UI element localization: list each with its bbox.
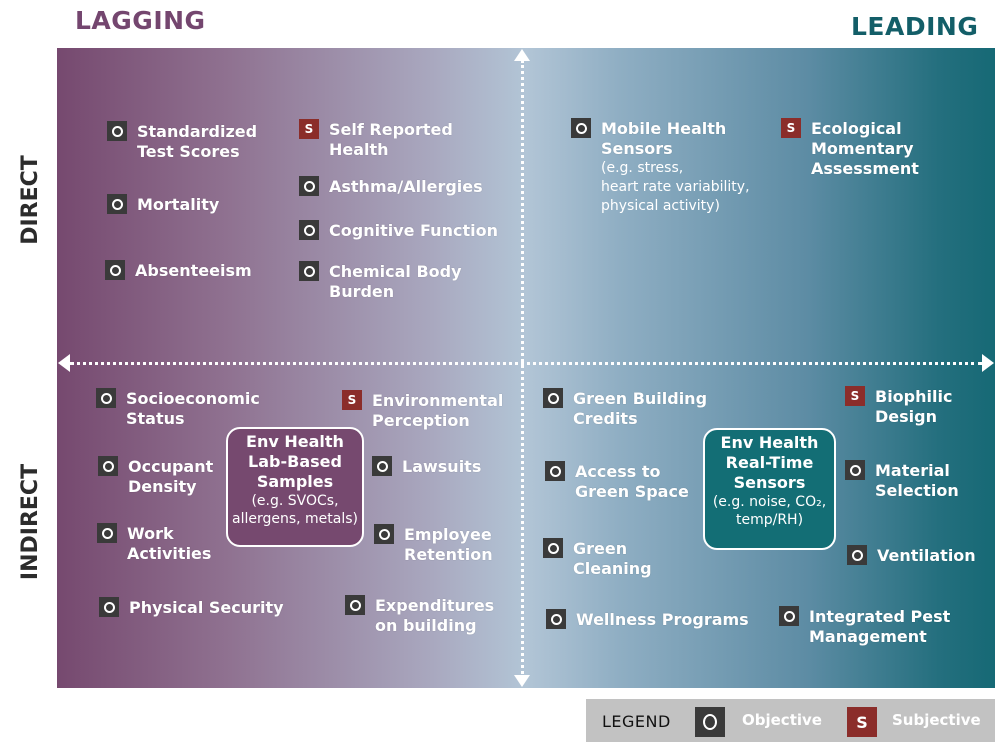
metric-mobile-health-sensors: Mobile Health Sensors (e.g. stress, hear… xyxy=(571,118,750,216)
metric-lawsuits: Lawsuits xyxy=(372,456,482,477)
subjective-badge-icon: S xyxy=(845,386,865,406)
objective-badge-icon xyxy=(107,194,127,214)
objective-badge-icon xyxy=(107,121,127,141)
objective-badge-icon xyxy=(96,388,116,408)
legend-objective-label: Objective xyxy=(742,711,822,729)
arrow-left-icon xyxy=(58,354,70,372)
metric-label: Employee Retention xyxy=(404,525,493,564)
lab-based-samples-box: Env Health Lab-Based Samples (e.g. SVOCs… xyxy=(226,427,364,547)
lab-box-title: Env Health Lab-Based Samples xyxy=(246,432,344,491)
leading-header: LEADING xyxy=(851,12,979,41)
objective-badge-icon xyxy=(545,461,565,481)
metric-label: Ecological Momentary Assessment xyxy=(811,119,919,178)
objective-badge-icon xyxy=(571,118,591,138)
objective-badge-icon xyxy=(779,606,799,626)
metric-label: Access to Green Space xyxy=(575,462,689,501)
vertical-divider xyxy=(521,60,524,680)
subjective-badge-icon: S xyxy=(299,119,319,139)
metric-label: Integrated Pest Management xyxy=(809,607,951,646)
metric-label: Work Activities xyxy=(127,524,212,563)
metric-label: Standardized Test Scores xyxy=(137,122,258,161)
objective-badge-icon xyxy=(98,456,118,476)
metric-label: Biophilic Design xyxy=(875,387,953,426)
objective-badge-icon xyxy=(845,460,865,480)
subjective-legend-icon: S xyxy=(847,707,877,737)
objective-badge-icon xyxy=(372,456,392,476)
metric-label: Physical Security xyxy=(129,598,284,617)
metric-label: Cognitive Function xyxy=(329,221,498,240)
arrow-down-icon xyxy=(514,675,530,687)
metric-label: Mobile Health Sensors xyxy=(601,119,727,158)
objective-badge-icon xyxy=(299,220,319,240)
metric-ecological-momentary-assessment: S Ecological Momentary Assessment xyxy=(781,118,919,179)
lab-box-detail: (e.g. SVOCs, allergens, metals) xyxy=(231,493,358,527)
objective-badge-icon xyxy=(105,260,125,280)
objective-badge-icon xyxy=(345,595,365,615)
quadrant-grid xyxy=(57,48,995,688)
metric-occupant-density: Occupant Density xyxy=(98,456,214,497)
metric-employee-retention: Employee Retention xyxy=(374,524,493,565)
metric-mortality: Mortality xyxy=(107,194,220,215)
metric-label: Chemical Body Burden xyxy=(329,262,462,301)
lagging-header: LAGGING xyxy=(75,6,206,35)
metric-cognitive-function: Cognitive Function xyxy=(299,220,498,241)
metric-detail: (e.g. stress, heart rate variability, ph… xyxy=(601,160,750,214)
objective-badge-icon xyxy=(299,261,319,281)
legend-title: LEGEND xyxy=(602,712,671,731)
metric-asthma-allergies: Asthma/Allergies xyxy=(299,176,483,197)
metric-label: Absenteeism xyxy=(135,261,252,280)
objective-badge-icon xyxy=(97,523,117,543)
metric-label: Green Cleaning xyxy=(573,539,652,578)
objective-badge-icon xyxy=(99,597,119,617)
horizontal-divider xyxy=(70,362,982,365)
metric-standardized-test-scores: Standardized Test Scores xyxy=(107,121,258,162)
metric-label: Self Reported Health xyxy=(329,120,453,159)
metric-biophilic-design: S Biophilic Design xyxy=(845,386,953,427)
metric-expenditures-on-building: Expenditures on building xyxy=(345,595,495,636)
objective-badge-icon xyxy=(546,609,566,629)
metric-self-reported-health: S Self Reported Health xyxy=(299,119,453,160)
metric-label: Socioeconomic Status xyxy=(126,389,260,428)
metric-material-selection: Material Selection xyxy=(845,460,959,501)
metric-integrated-pest-management: Integrated Pest Management xyxy=(779,606,951,647)
metric-label: Green Building Credits xyxy=(573,389,708,428)
metric-absenteeism: Absenteeism xyxy=(105,260,252,281)
metric-chemical-body-burden: Chemical Body Burden xyxy=(299,261,462,302)
objective-badge-icon xyxy=(847,545,867,565)
metric-green-building-credits: Green Building Credits xyxy=(543,388,708,429)
subjective-badge-icon: S xyxy=(781,118,801,138)
metric-label: Wellness Programs xyxy=(576,610,749,629)
indirect-axis-label: INDIRECT xyxy=(18,463,43,581)
metric-socioeconomic-status: Socioeconomic Status xyxy=(96,388,260,429)
legend: LEGEND Objective S Subjective xyxy=(586,699,995,742)
rt-box-detail: (e.g. noise, CO₂, temp/RH) xyxy=(712,494,827,528)
metric-label: Mortality xyxy=(137,195,220,214)
metric-label: Asthma/Allergies xyxy=(329,177,483,196)
metric-access-to-green-space: Access to Green Space xyxy=(545,461,689,502)
metric-green-cleaning: Green Cleaning xyxy=(543,538,652,579)
objective-badge-icon xyxy=(374,524,394,544)
arrow-right-icon xyxy=(982,354,994,372)
metric-label: Ventilation xyxy=(877,546,976,565)
metric-physical-security: Physical Security xyxy=(99,597,284,618)
real-time-sensors-box: Env Health Real-Time Sensors (e.g. noise… xyxy=(703,428,836,550)
metric-wellness-programs: Wellness Programs xyxy=(546,609,749,630)
metric-label: Environmental Perception xyxy=(372,391,504,430)
subjective-badge-icon: S xyxy=(342,390,362,410)
objective-badge-icon xyxy=(543,388,563,408)
rt-box-title: Env Health Real-Time Sensors xyxy=(720,433,819,492)
objective-legend-icon xyxy=(695,707,725,737)
legend-subjective-label: Subjective xyxy=(892,711,981,729)
metric-ventilation: Ventilation xyxy=(847,545,976,566)
direct-axis-label: DIRECT xyxy=(18,155,43,245)
objective-badge-icon xyxy=(299,176,319,196)
metric-label: Lawsuits xyxy=(402,457,482,476)
arrow-up-icon xyxy=(514,49,530,61)
metric-label: Material Selection xyxy=(875,461,959,500)
metric-label: Expenditures on building xyxy=(375,596,495,635)
metric-work-activities: Work Activities xyxy=(97,523,212,564)
metric-environmental-perception: S Environmental Perception xyxy=(342,390,504,431)
metric-label: Occupant Density xyxy=(128,457,214,496)
objective-badge-icon xyxy=(543,538,563,558)
